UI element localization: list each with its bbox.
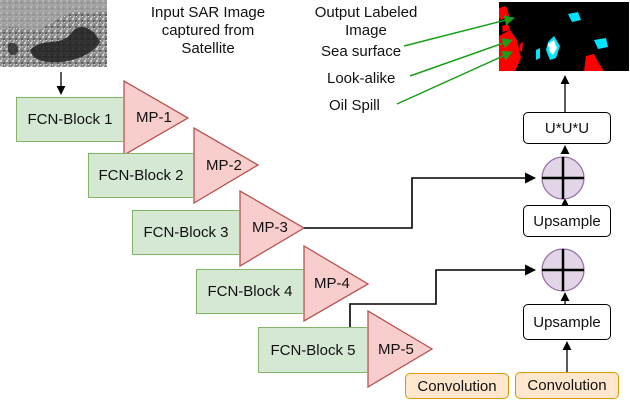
mp-5-triangle bbox=[367, 309, 434, 389]
legend-look-alike: Look-alike bbox=[327, 70, 396, 87]
convolution-box-2: Convolution bbox=[515, 372, 619, 399]
legend-sea-surface: Sea surface bbox=[321, 43, 402, 60]
mp-1-label: MP-1 bbox=[136, 109, 172, 126]
output-image-caption: Output Labeled Image bbox=[306, 4, 426, 40]
input-caption-line-2: captured from bbox=[161, 22, 255, 39]
output-caption-line-2: Image bbox=[345, 22, 387, 39]
mp-4-label: MP-4 bbox=[314, 275, 350, 292]
mp-3-triangle bbox=[239, 189, 306, 268]
legend-arrow-oil bbox=[396, 51, 513, 105]
fcn-block-5: FCN-Block 5 bbox=[258, 327, 368, 373]
fcn-block-2: FCN-Block 2 bbox=[88, 153, 194, 198]
fcn-block-1: FCN-Block 1 bbox=[16, 97, 124, 142]
mp-3-label: MP-3 bbox=[252, 219, 288, 236]
legend-arrow-lookalike bbox=[409, 38, 513, 77]
mp-1-triangle bbox=[123, 79, 190, 157]
upsample-box-1: Upsample bbox=[523, 205, 611, 237]
connector-mp3-to-sum1 bbox=[304, 172, 537, 229]
input-sar-image bbox=[0, 0, 107, 67]
legend-oil-spill: Oil Spill bbox=[329, 97, 380, 114]
convolution-box-1: Convolution bbox=[405, 373, 509, 399]
input-caption-line-3: Satellite bbox=[181, 40, 235, 57]
fcn-block-4: FCN-Block 4 bbox=[196, 269, 304, 314]
mp-2-label: MP-2 bbox=[206, 157, 242, 174]
mp-5-label: MP-5 bbox=[378, 341, 414, 358]
output-labeled-image bbox=[499, 2, 629, 71]
legend-arrow-sea bbox=[403, 15, 516, 47]
sum-node-1 bbox=[541, 156, 585, 200]
sum-node-2 bbox=[541, 248, 585, 292]
upsample-box-2: Upsample bbox=[523, 304, 611, 340]
connector-mp4-to-sum2 bbox=[349, 264, 537, 328]
mp-2-triangle bbox=[193, 126, 260, 205]
mp-4-triangle bbox=[303, 244, 370, 323]
input-caption-line-1: Input SAR Image bbox=[150, 4, 266, 21]
input-image-caption: Input SAR Image captured from Satellite bbox=[138, 4, 278, 58]
output-caption-line-1: Output Labeled bbox=[314, 4, 418, 21]
fcn-block-3: FCN-Block 3 bbox=[132, 210, 240, 255]
uuu-box: U*U*U bbox=[523, 112, 611, 144]
